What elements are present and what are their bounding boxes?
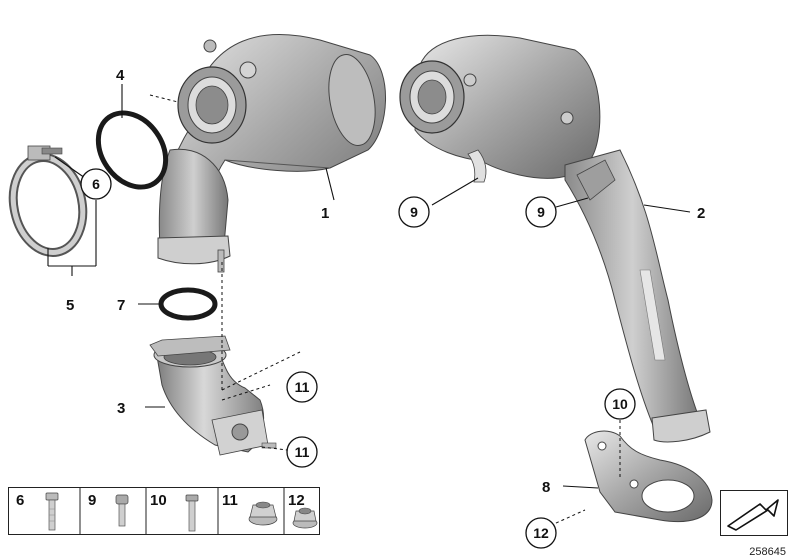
callout-11-lower: 11: [286, 436, 318, 468]
catalytic-converter-1: [157, 34, 386, 273]
label-part-3: 3: [117, 400, 125, 417]
svg-text:9: 9: [410, 204, 418, 220]
legend-item-9: 9: [88, 492, 129, 527]
callout-11-upper: 11: [286, 371, 318, 403]
socket-bolt-icon: [115, 494, 129, 527]
svg-text:9: 9: [88, 492, 96, 509]
callout-12: 12: [525, 517, 557, 549]
catalytic-converter-2: [399, 34, 711, 443]
svg-text:6: 6: [92, 176, 100, 192]
callout-9-left: 9: [398, 196, 430, 228]
svg-text:6: 6: [16, 492, 24, 509]
legend-item-12: 12: [288, 492, 318, 529]
svg-text:12: 12: [533, 525, 549, 541]
hex-bolt-icon: [185, 494, 199, 532]
callout-10: 10: [604, 388, 636, 420]
svg-text:12: 12: [288, 492, 305, 509]
label-part-1: 1: [321, 205, 329, 222]
svg-text:11: 11: [295, 444, 310, 460]
hardware-legend: 6 9 10 11 12: [8, 487, 320, 535]
label-part-5: 5: [66, 297, 74, 314]
arrow-icon: [727, 499, 779, 531]
leader-lines: [47, 84, 691, 529]
v-band-clamp-5: [8, 145, 88, 257]
label-part-4: 4: [116, 67, 125, 84]
nav-arrow-box[interactable]: [720, 490, 788, 536]
flange-nut-icon: [248, 501, 278, 526]
callout-6: 6: [80, 168, 112, 200]
legend-item-10: 10: [150, 492, 199, 532]
seal-ring-4: [95, 110, 169, 190]
callout-9-right: 9: [525, 196, 557, 228]
svg-text:10: 10: [612, 396, 628, 412]
bracket-8: [584, 430, 713, 523]
svg-text:10: 10: [150, 492, 167, 509]
bolt-icon: [45, 492, 59, 531]
svg-text:11: 11: [295, 379, 310, 395]
label-part-7: 7: [117, 297, 125, 314]
svg-text:11: 11: [222, 492, 238, 509]
svg-text:9: 9: [537, 204, 545, 220]
label-part-8: 8: [542, 479, 550, 496]
legend-item-11: 11: [222, 492, 278, 526]
gasket-7: [158, 287, 218, 321]
document-id: 258645: [749, 546, 786, 558]
exhaust-elbow-3: [149, 335, 277, 456]
legend-item-6: 6: [16, 492, 59, 531]
label-part-2: 2: [697, 205, 705, 222]
collar-nut-icon: [292, 507, 318, 529]
